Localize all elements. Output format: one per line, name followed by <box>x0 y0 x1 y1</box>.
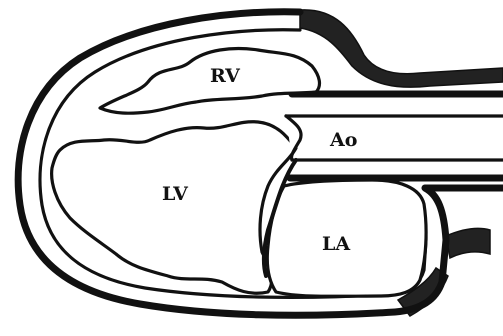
label-ao: Ao <box>329 129 357 151</box>
label-la: LA <box>322 233 350 255</box>
right-vessel-stub <box>446 228 490 258</box>
top-dark-band <box>300 10 503 87</box>
label-lv: LV <box>162 183 189 205</box>
label-rv: RV <box>210 65 241 87</box>
